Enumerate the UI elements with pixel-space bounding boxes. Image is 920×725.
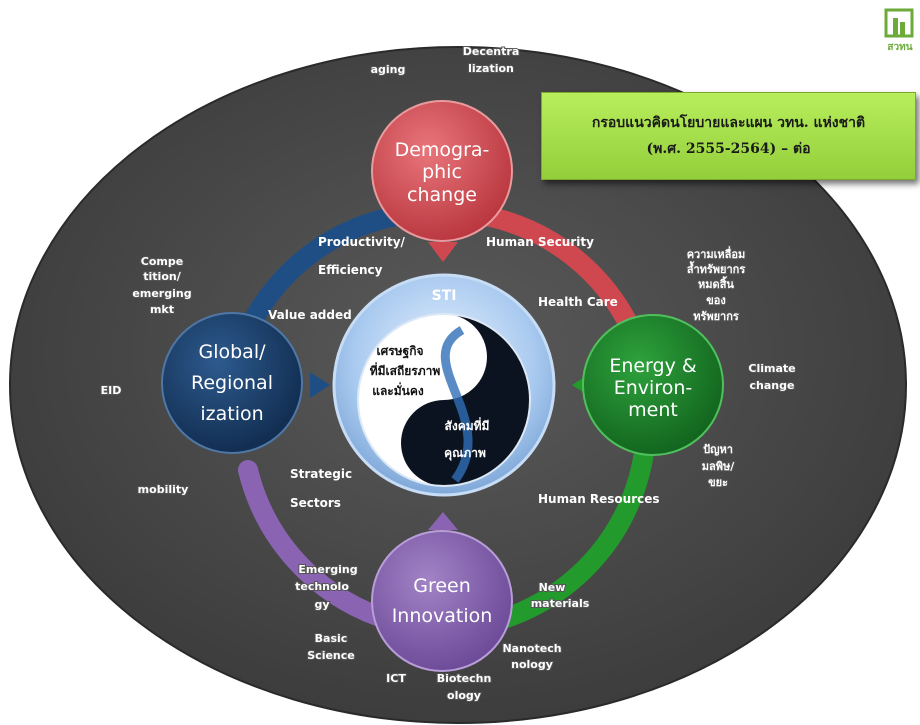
label-emerging-tech-3: gy [314,598,329,611]
label-disparity-2: ล้ำทรัพยากร [687,261,746,276]
label-decentra: Decentra [463,45,520,58]
demographic-line-3: change [407,184,477,206]
label-emerging-tech-2: technolo [295,580,349,593]
ring-arc-green [490,435,655,630]
label-disparity-5: ทรัพยากร [693,310,739,323]
label-biotech-1: Biotechn [437,672,492,685]
demographic-node [371,100,513,242]
yin-text-1: เศรษฐกิจ [377,344,424,359]
logo-text: สวทน [887,42,912,53]
label-strategic: Strategic [290,467,352,481]
label-new: New [539,581,566,594]
energy-line-1: Energy & [609,355,697,377]
label-pollution-3: ขยะ [708,476,728,489]
arrow-right-blue [310,372,330,398]
label-pollution-1: ปัญหา [703,443,733,456]
yang-text-2: คุณภาพ [444,446,486,461]
label-mkt: mkt [150,303,174,316]
title-line-2: (พ.ศ. 2555-2564) – ต่อ [646,141,811,157]
green-line-2: Innovation [392,605,493,627]
label-materials: materials [531,597,590,610]
global-node [161,312,303,454]
label-sectors: Sectors [290,496,341,510]
label-aging: aging [371,63,406,76]
label-science: Science [307,649,355,662]
yin-yang-symbol [357,313,531,487]
label-lization: lization [468,62,514,75]
label-ict: ICT [386,672,406,685]
label-nanotech-1: Nanotech [502,642,561,655]
label-eid: EID [101,384,122,397]
label-change: change [750,379,795,392]
label-productivity: Productivity/ [318,235,406,249]
label-value-added: Value added [268,308,352,322]
arrow-down-red [428,242,458,262]
ring-arc-purple [238,460,390,627]
global-line-1: Global/ [198,341,266,363]
global-line-2: Regional [191,372,273,394]
sti-logo: สวทน [884,8,914,53]
yin-text-3: และมั่นคง [372,382,424,398]
label-efficiency: Efficiency [318,263,383,277]
label-disparity-3: หมดสิ้น [698,276,734,291]
demographic-line-2: phic [422,161,462,183]
green-innovation-node [371,530,513,672]
label-emerging-tech-1: Emerging [298,563,357,576]
yang-text-1: สังคมที่มี [445,417,490,433]
label-emerging-mkt: emerging [132,287,191,300]
title-line-1: กรอบแนวคิดนโยบายและแผน วทน. แห่งชาติ [591,115,866,131]
label-nanotech-2: nology [511,658,553,671]
label-compe: Compe [141,255,183,268]
energy-line-2: Environ- [614,377,693,399]
demographic-line-1: Demogra- [395,139,490,161]
energy-line-3: ment [628,399,678,421]
yin-text-2: ที่มีเสถียรภาพ [370,362,441,378]
arrow-up-purple [428,512,458,530]
global-line-3: ization [200,403,263,425]
label-tition: tition/ [143,270,181,283]
title-box: กรอบแนวคิดนโยบายและแผน วทน. แห่งชาติ (พ.… [541,92,916,180]
label-pollution-2: มลพิษ/ [702,460,735,473]
sti-label: STI [432,288,457,304]
label-disparity-1: ความเหลื่อม [687,246,746,261]
label-human-resources: Human Resources [538,492,660,506]
label-mobility: mobility [138,483,189,496]
energy-node [582,314,724,456]
label-basic: Basic [315,632,348,645]
label-disparity-4: ของ [706,294,726,307]
label-biotech-2: ology [447,689,481,702]
green-line-1: Green [413,575,471,597]
label-health-care: Health Care [538,295,618,309]
label-climate: Climate [748,362,795,375]
label-human-security: Human Security [486,235,594,249]
